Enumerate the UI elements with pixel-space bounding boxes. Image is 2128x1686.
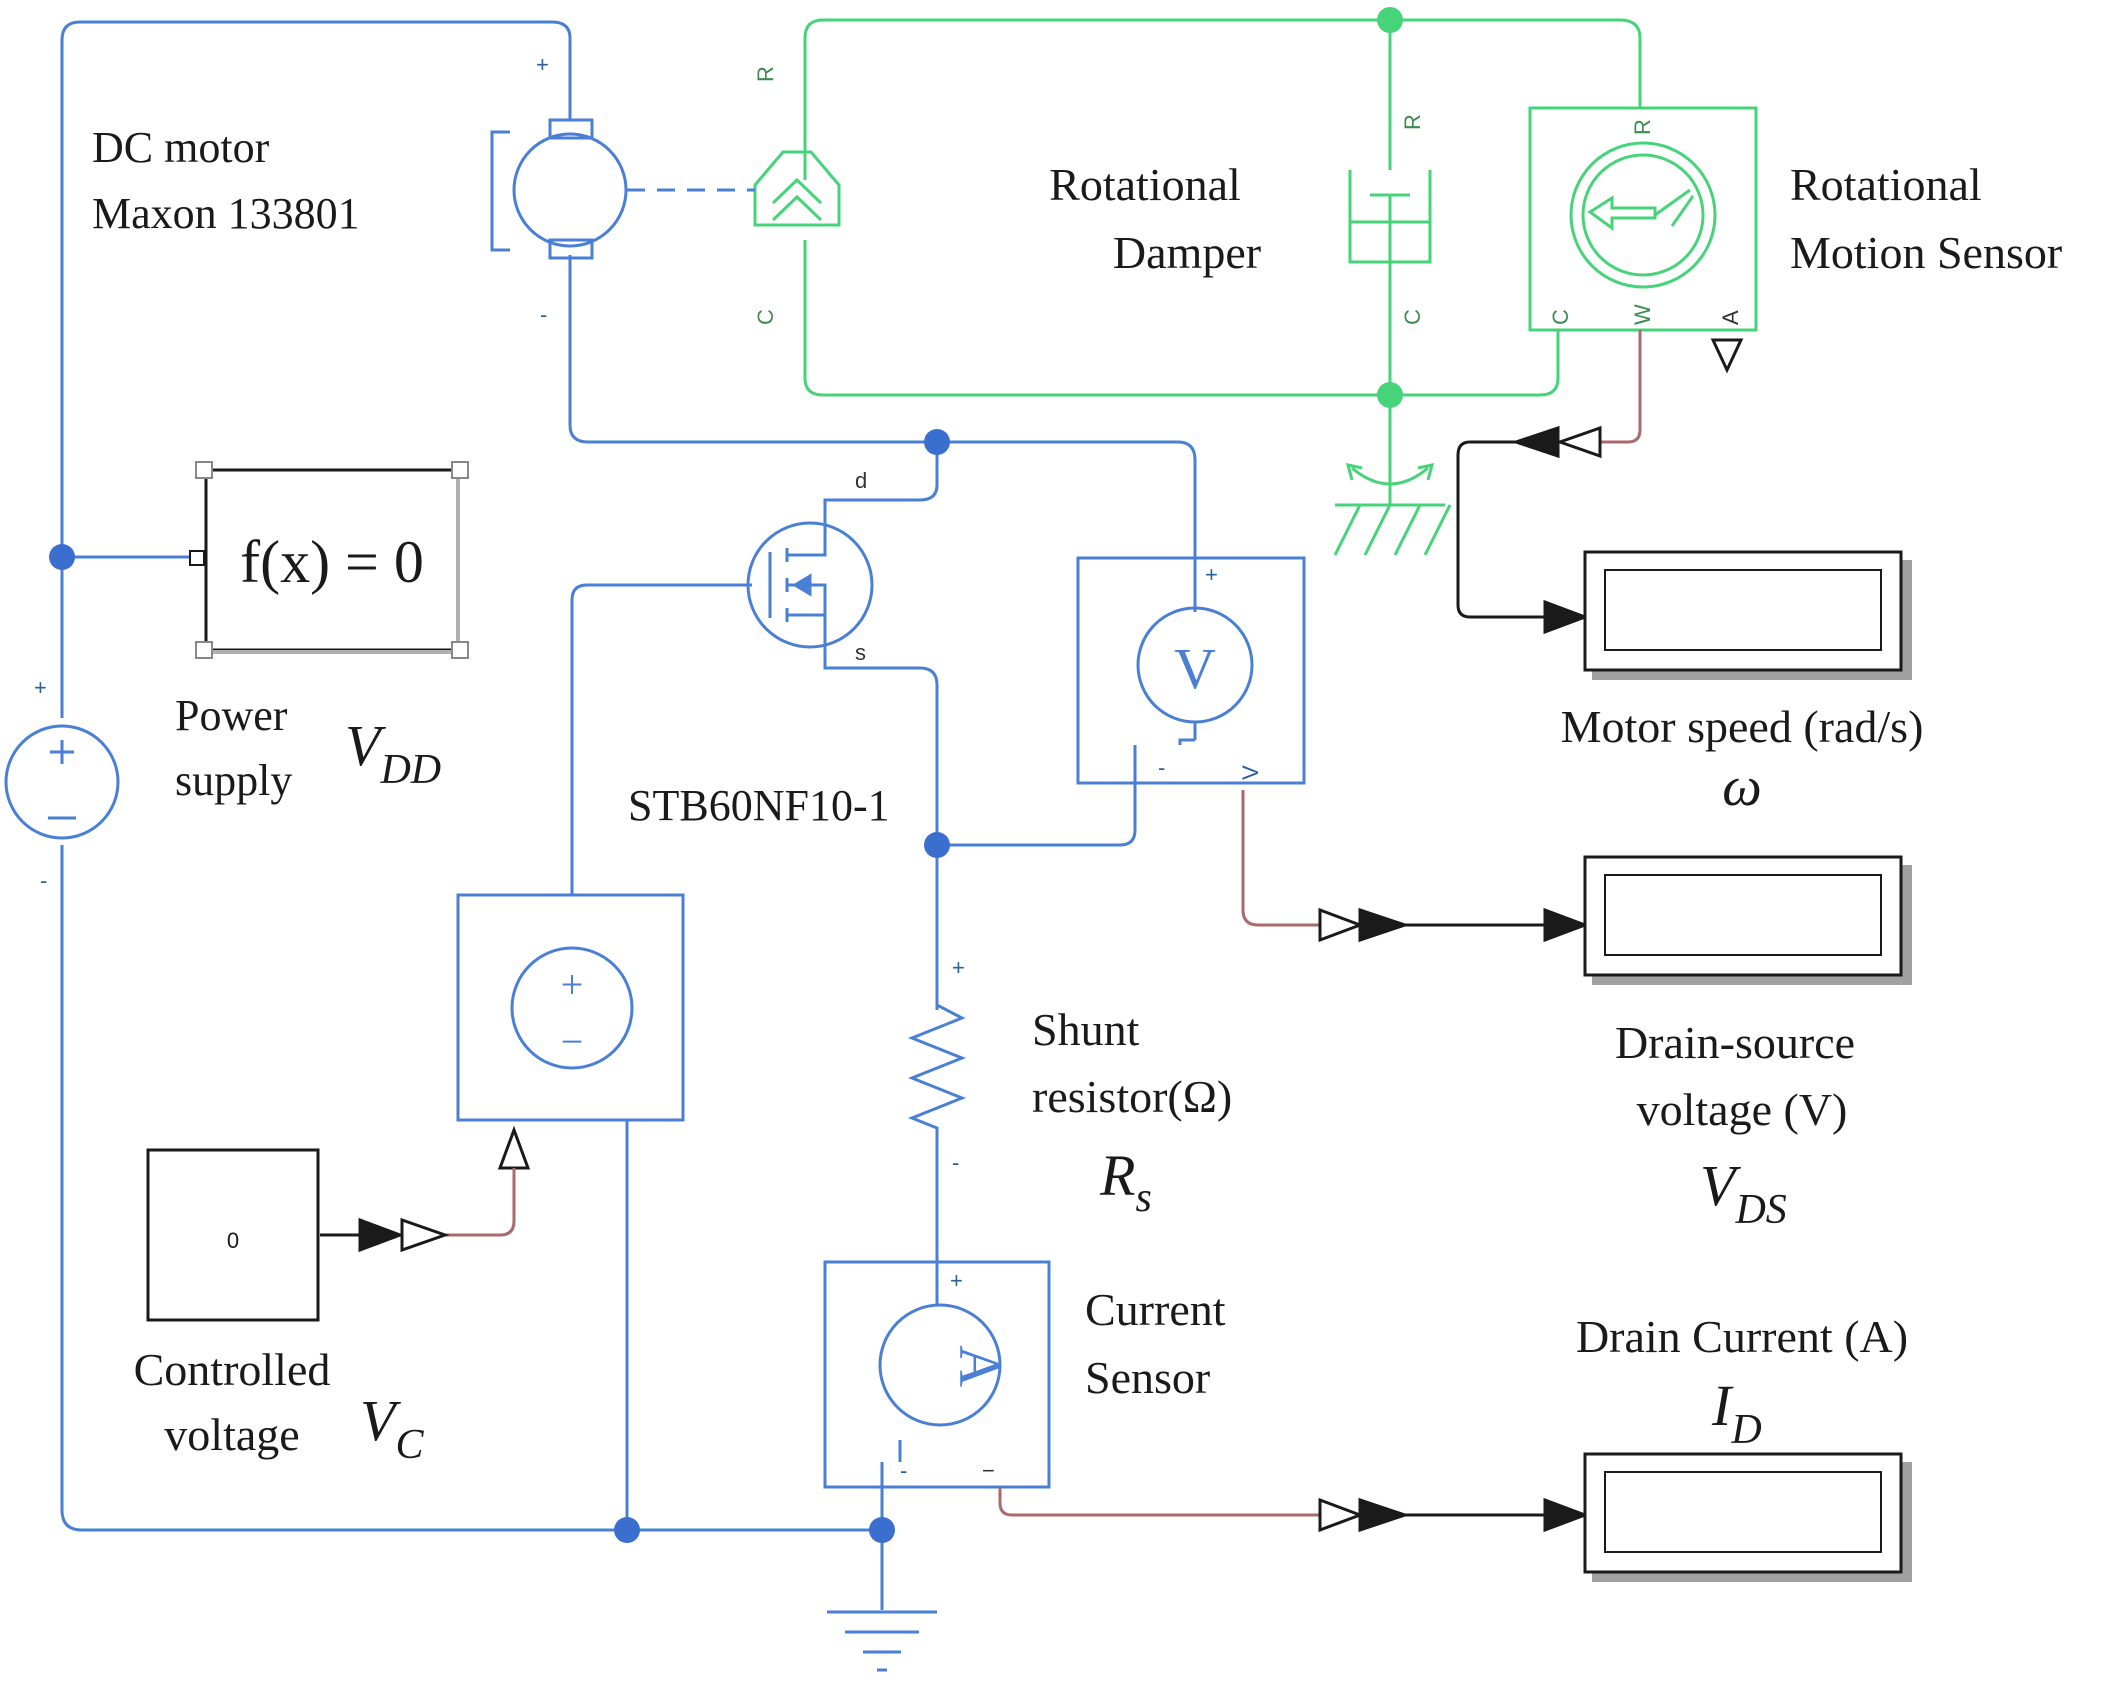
sensor-label-line2: Motion Sensor bbox=[1790, 227, 2062, 278]
id-ports bbox=[1318, 1497, 1590, 1533]
csensor-port-out: − bbox=[982, 1458, 995, 1483]
id-display-label: Drain Current (A) bbox=[1576, 1311, 1908, 1362]
power-port-plus: + bbox=[34, 675, 47, 700]
power-label-line2: supply bbox=[175, 756, 292, 805]
signal-lines bbox=[320, 330, 1642, 1517]
converter-port-r: R bbox=[753, 66, 778, 82]
vds-display-symbol: VDS bbox=[1700, 1153, 1787, 1233]
speed-ports bbox=[1511, 425, 1602, 635]
controlled-voltage-source[interactable] bbox=[456, 893, 685, 1122]
power-label-line1: Power bbox=[175, 691, 288, 740]
wire-bottom-rail[interactable] bbox=[803, 240, 1560, 397]
constant-ports bbox=[358, 1217, 450, 1253]
id-display-symbol: ID bbox=[1711, 1373, 1762, 1453]
mosfet-port-s: s bbox=[855, 640, 866, 665]
csource-input-triangle bbox=[497, 1125, 531, 1170]
dc-motor[interactable] bbox=[490, 100, 755, 270]
csource-glyph-plus: + bbox=[561, 962, 584, 1007]
mosfet-label: STB60NF10-1 bbox=[628, 781, 890, 830]
display-speed[interactable] bbox=[1583, 550, 1912, 680]
constant-value: 0 bbox=[227, 1228, 239, 1253]
speed-display-label: Motor speed (rad/s) bbox=[1561, 701, 1924, 752]
voltage-sensor[interactable] bbox=[1076, 556, 1306, 785]
controlled-label-line2: voltage bbox=[164, 1409, 299, 1460]
motor-port-plus: + bbox=[536, 52, 549, 77]
junction-solver bbox=[49, 544, 75, 570]
vds-display-label-line1: Drain-source bbox=[1615, 1017, 1855, 1068]
sensor-label-line1: Rotational bbox=[1790, 159, 1982, 210]
sensor-port-r: R bbox=[1630, 119, 1655, 135]
wire-left-rail-lower[interactable] bbox=[60, 845, 882, 1532]
sensor-port-a: A bbox=[1718, 310, 1743, 325]
mosfet[interactable] bbox=[746, 521, 874, 649]
junction-source bbox=[924, 832, 950, 858]
csensor-port-minus: - bbox=[900, 1458, 907, 1483]
damper-label-line2: Damper bbox=[1113, 227, 1261, 278]
solver-expression: f(x) = 0 bbox=[240, 529, 424, 595]
solver-configuration[interactable] bbox=[189, 461, 469, 659]
constant-block[interactable] bbox=[146, 1148, 320, 1322]
rotational-converter[interactable] bbox=[753, 150, 841, 227]
motor-label-line2: Maxon 133801 bbox=[92, 189, 360, 238]
wire-gate[interactable] bbox=[570, 583, 752, 895]
shunt-label-line2: resistor(Ω) bbox=[1032, 1071, 1232, 1122]
sensor-a-output-triangle bbox=[1710, 338, 1744, 374]
vds-display-label-line2: voltage (V) bbox=[1637, 1084, 1848, 1135]
wire-drain-node[interactable] bbox=[823, 442, 939, 525]
wire-source[interactable] bbox=[823, 640, 939, 1010]
shunt-label-line1: Shunt bbox=[1032, 1004, 1140, 1055]
mech-junction-bottom bbox=[1377, 382, 1403, 408]
shunt-symbol: Rs bbox=[1099, 1143, 1152, 1221]
junction-ground-right bbox=[869, 1517, 895, 1543]
damper-port-r: R bbox=[1400, 114, 1425, 130]
wire-vsensor-minus[interactable] bbox=[937, 745, 1137, 847]
vsensor-port-minus: - bbox=[1158, 755, 1165, 780]
mech-junction-top bbox=[1377, 7, 1403, 33]
electrical-ground bbox=[827, 1610, 937, 1672]
current-sensor-label-line1: Current bbox=[1085, 1284, 1226, 1335]
mechanical-ground bbox=[1333, 463, 1452, 556]
controlled-label-line1: Controlled bbox=[134, 1344, 331, 1395]
power-port-minus: - bbox=[40, 868, 47, 893]
vsensor-port-plus: + bbox=[1205, 562, 1218, 587]
electrical-network bbox=[60, 20, 1197, 1610]
resistor-port-plus: + bbox=[952, 955, 965, 980]
power-supply-source[interactable] bbox=[4, 724, 120, 840]
damper-label-line1: Rotational bbox=[1049, 159, 1241, 210]
current-sensor-glyph: A bbox=[947, 1345, 1012, 1387]
wire-top-rail[interactable] bbox=[803, 18, 1642, 180]
wire-left-rail[interactable] bbox=[60, 20, 572, 718]
current-sensor-label-line2: Sensor bbox=[1085, 1352, 1210, 1403]
csource-glyph-minus: − bbox=[561, 1019, 584, 1064]
mechanical-network bbox=[803, 18, 1642, 505]
rotational-motion-sensor[interactable] bbox=[1528, 106, 1758, 332]
damper-port-c: C bbox=[1400, 309, 1425, 325]
junction-drain bbox=[924, 429, 950, 455]
vsensor-port-v: V bbox=[1238, 765, 1263, 780]
sensor-port-w: W bbox=[1630, 304, 1655, 325]
voltage-sensor-glyph: V bbox=[1174, 636, 1216, 701]
rotational-damper[interactable] bbox=[1348, 170, 1432, 264]
display-vds[interactable] bbox=[1583, 855, 1912, 985]
power-symbol: VDD bbox=[345, 713, 441, 793]
motor-label-line1: DC motor bbox=[92, 123, 270, 172]
shunt-resistor[interactable] bbox=[907, 990, 967, 1140]
vds-ports bbox=[1318, 907, 1590, 943]
wire-motor-drain[interactable] bbox=[568, 255, 1197, 612]
speed-display-symbol: ω bbox=[1722, 756, 1762, 818]
controlled-symbol: VC bbox=[360, 1388, 424, 1468]
mosfet-port-d: d bbox=[855, 468, 867, 493]
sensor-port-c: C bbox=[1548, 309, 1573, 325]
converter-port-c: C bbox=[753, 309, 778, 325]
display-id[interactable] bbox=[1583, 1452, 1912, 1582]
csensor-port-plus: + bbox=[950, 1268, 963, 1293]
junction-ground-left bbox=[614, 1517, 640, 1543]
current-sensor[interactable] bbox=[823, 1260, 1051, 1489]
resistor-port-minus: - bbox=[952, 1150, 959, 1175]
motor-port-minus: - bbox=[540, 302, 547, 327]
